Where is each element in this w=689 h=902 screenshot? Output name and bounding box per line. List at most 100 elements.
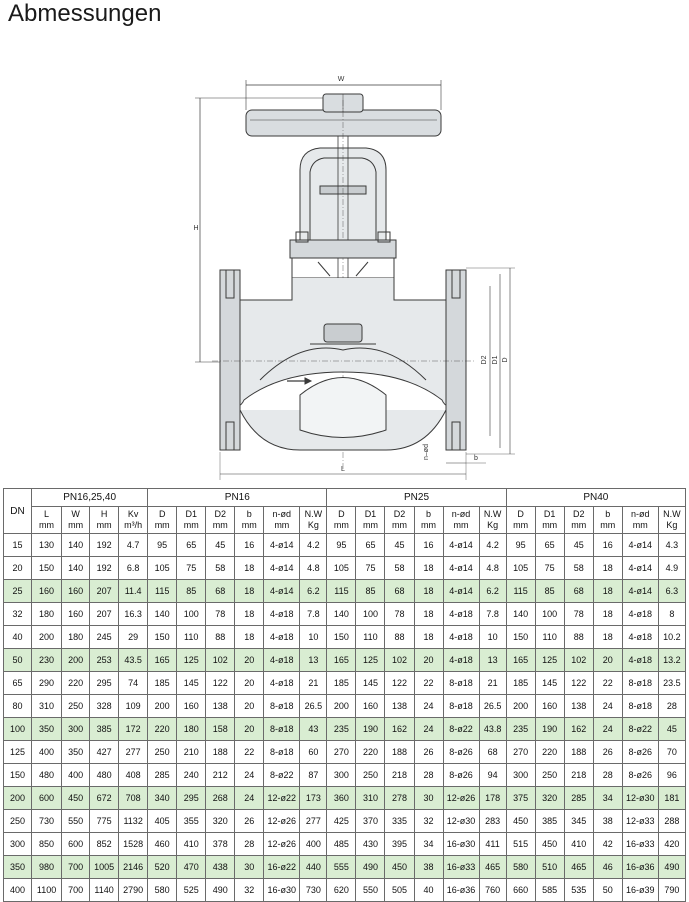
table-cell: 490 bbox=[355, 855, 386, 879]
table-cell: 200 bbox=[326, 694, 357, 718]
dn-cell: 40 bbox=[2, 625, 33, 649]
table-cell: 140 bbox=[147, 602, 178, 626]
table-cell: 580 bbox=[147, 878, 178, 902]
table-cell: 24 bbox=[592, 694, 623, 718]
table-cell: 220 bbox=[61, 671, 91, 695]
table-cell: 4-ø14 bbox=[442, 556, 480, 580]
table-cell: 16 bbox=[592, 533, 623, 557]
table-cell: 6.2 bbox=[299, 579, 328, 603]
table-cell: 20 bbox=[234, 694, 265, 718]
table-cell: 16 bbox=[234, 533, 265, 557]
table-cell: 408 bbox=[118, 763, 149, 787]
column-header-unit: mm bbox=[183, 520, 199, 530]
table-cell: 185 bbox=[505, 671, 536, 695]
table-cell: 400 bbox=[299, 832, 328, 856]
table-cell: 18 bbox=[592, 625, 623, 649]
table-cell: 400 bbox=[61, 763, 91, 787]
table-cell: 162 bbox=[563, 717, 594, 741]
table-cell: 102 bbox=[205, 648, 236, 672]
column-header-unit: mm bbox=[421, 520, 437, 530]
table-cell: 95 bbox=[505, 533, 536, 557]
table-cell: 29 bbox=[118, 625, 149, 649]
dn-cell: 65 bbox=[2, 671, 33, 695]
dn-cell: 400 bbox=[2, 878, 33, 902]
table-cell: 400 bbox=[31, 740, 63, 764]
column-header-unit: mm bbox=[39, 520, 55, 530]
table-cell: 65 bbox=[534, 533, 565, 557]
table-cell: 1100 bbox=[31, 878, 63, 902]
table-cell: 18 bbox=[234, 579, 265, 603]
table-cell: 18 bbox=[234, 625, 265, 649]
table-cell: 250 bbox=[534, 763, 565, 787]
dn-cell: 15 bbox=[2, 533, 33, 557]
table-cell: 24 bbox=[592, 717, 623, 741]
dn-header: DN bbox=[2, 488, 33, 534]
table-cell: 45 bbox=[657, 717, 687, 741]
column-header-unit: mm bbox=[96, 520, 112, 530]
table-cell: 355 bbox=[176, 809, 207, 833]
table-cell: 430 bbox=[355, 832, 386, 856]
table-cell: 11.4 bbox=[118, 579, 149, 603]
table-cell: 96 bbox=[657, 763, 687, 787]
table-cell: 185 bbox=[147, 671, 178, 695]
table-cell: 4-ø14 bbox=[263, 533, 301, 557]
table-cell: 320 bbox=[534, 786, 565, 810]
table-cell: 300 bbox=[505, 763, 536, 787]
column-header-unit: mm bbox=[362, 520, 378, 530]
table-cell: 16-ø39 bbox=[621, 878, 659, 902]
column-header-name: D2 bbox=[572, 509, 585, 519]
table-cell: 672 bbox=[89, 786, 120, 810]
dn-cell: 200 bbox=[2, 786, 33, 810]
table-cell: 550 bbox=[61, 809, 91, 833]
table-cell: 28 bbox=[234, 832, 265, 856]
table-cell: 207 bbox=[89, 579, 120, 603]
table-cell: 165 bbox=[326, 648, 357, 672]
table-cell: 115 bbox=[505, 579, 536, 603]
table-cell: 145 bbox=[176, 671, 207, 695]
table-cell: 20 bbox=[234, 671, 265, 695]
table-cell: 345 bbox=[563, 809, 594, 833]
table-cell: 268 bbox=[205, 786, 236, 810]
table-cell: 22 bbox=[234, 740, 265, 764]
table-cell: 700 bbox=[61, 855, 91, 879]
table-cell: 24 bbox=[234, 763, 265, 787]
table-cell: 68 bbox=[563, 579, 594, 603]
table-cell: 16-ø30 bbox=[263, 878, 301, 902]
column-header-unit: mm bbox=[571, 520, 587, 530]
table-cell: 212 bbox=[205, 763, 236, 787]
table-cell: 8-ø22 bbox=[621, 717, 659, 741]
table-cell: 16 bbox=[413, 533, 444, 557]
table-cell: 110 bbox=[355, 625, 386, 649]
table-cell: 45 bbox=[384, 533, 415, 557]
table-cell: 58 bbox=[563, 556, 594, 580]
dim-label-nd: n–ød bbox=[423, 444, 430, 460]
table-cell: 43.8 bbox=[478, 717, 507, 741]
table-cell: 18 bbox=[234, 556, 265, 580]
table-cell: 490 bbox=[205, 878, 236, 902]
table-cell: 8-ø22 bbox=[263, 763, 301, 787]
table-cell: 460 bbox=[147, 832, 178, 856]
table-cell: 4.7 bbox=[118, 533, 149, 557]
page-title: Abmessungen bbox=[8, 0, 162, 27]
table-cell: 250 bbox=[355, 763, 386, 787]
table-cell: 7.8 bbox=[478, 602, 507, 626]
table-cell: 385 bbox=[534, 809, 565, 833]
table-cell: 10.2 bbox=[657, 625, 687, 649]
table-cell: 45 bbox=[205, 533, 236, 557]
table-cell: 87 bbox=[299, 763, 328, 787]
table-cell: 125 bbox=[176, 648, 207, 672]
table-cell: 140 bbox=[61, 533, 91, 557]
table-cell: 85 bbox=[355, 579, 386, 603]
table-cell: 490 bbox=[657, 855, 687, 879]
table-cell: 207 bbox=[89, 602, 120, 626]
table-cell: 300 bbox=[61, 717, 91, 741]
table-cell: 8-ø18 bbox=[263, 740, 301, 764]
table-cell: 13 bbox=[299, 648, 328, 672]
table-cell: 100 bbox=[176, 602, 207, 626]
